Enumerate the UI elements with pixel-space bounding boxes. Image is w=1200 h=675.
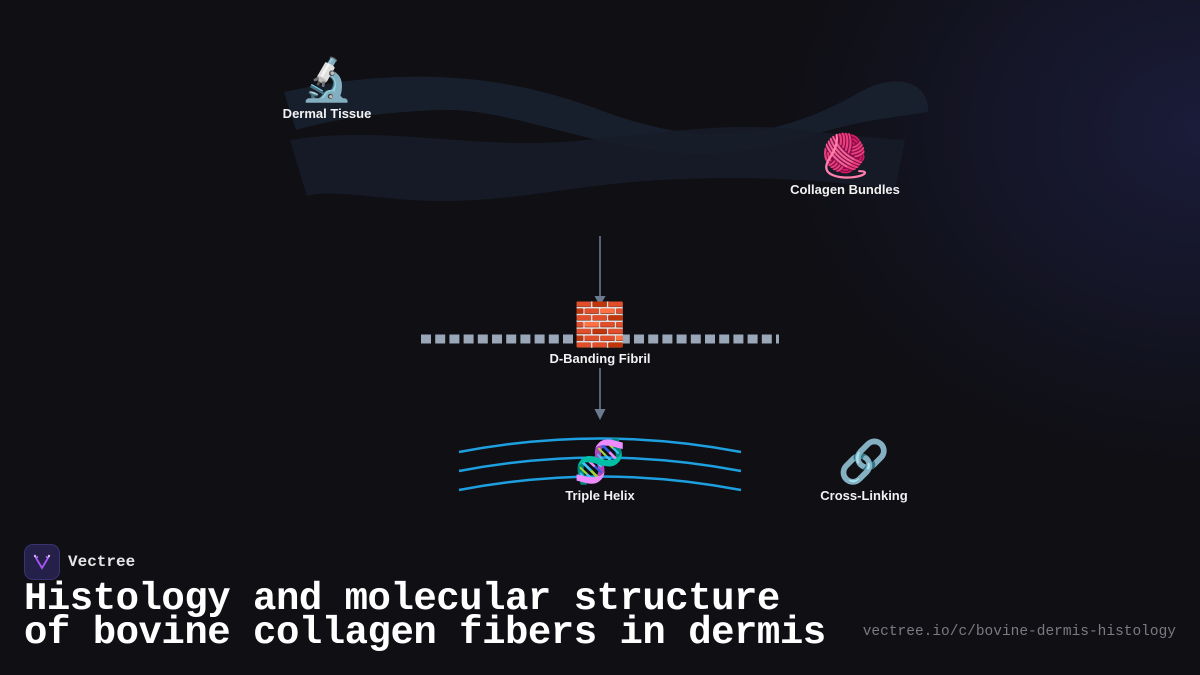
node-label: Cross-Linking (820, 488, 908, 503)
link-icon: 🔗 (837, 437, 891, 486)
vectree-logo-icon (24, 544, 60, 580)
source-url[interactable]: vectree.io/c/bovine-dermis-histology (862, 624, 1176, 640)
node-cross-linking[interactable]: 🔗 Cross-Linking (820, 437, 908, 504)
helix-strand-2 (458, 456, 742, 473)
node-collagen-bundles[interactable]: 🧶 Collagen Bundles (790, 131, 900, 198)
collagen-band-lower (290, 126, 905, 202)
yarn-ball-icon: 🧶 (818, 131, 872, 180)
helix-strand-3 (458, 475, 742, 492)
brick-icon: 🧱 (573, 300, 627, 349)
helix-strand-1 (458, 437, 742, 454)
dna-icon: 🧬 (573, 437, 627, 486)
arrowhead-2 (594, 409, 606, 420)
node-dermal-tissue[interactable]: 🔬 Dermal Tissue (282, 55, 372, 122)
page-title: Histology and molecular structure of bov… (24, 577, 826, 655)
node-label: Collagen Bundles (790, 182, 900, 197)
node-label: D-Banding Fibril (549, 351, 651, 366)
brand-name: Vectree (68, 553, 136, 571)
brand: Vectree (24, 544, 135, 580)
arrowhead-1 (594, 296, 606, 306)
node-triple-helix[interactable]: 🧬 Triple Helix (565, 437, 635, 504)
node-label: Triple Helix (565, 488, 635, 503)
microscope-icon: 🔬 (300, 55, 354, 104)
node-d-banding-fibril[interactable]: 🧱 D-Banding Fibril (549, 300, 651, 367)
node-label: Dermal Tissue (282, 106, 372, 121)
